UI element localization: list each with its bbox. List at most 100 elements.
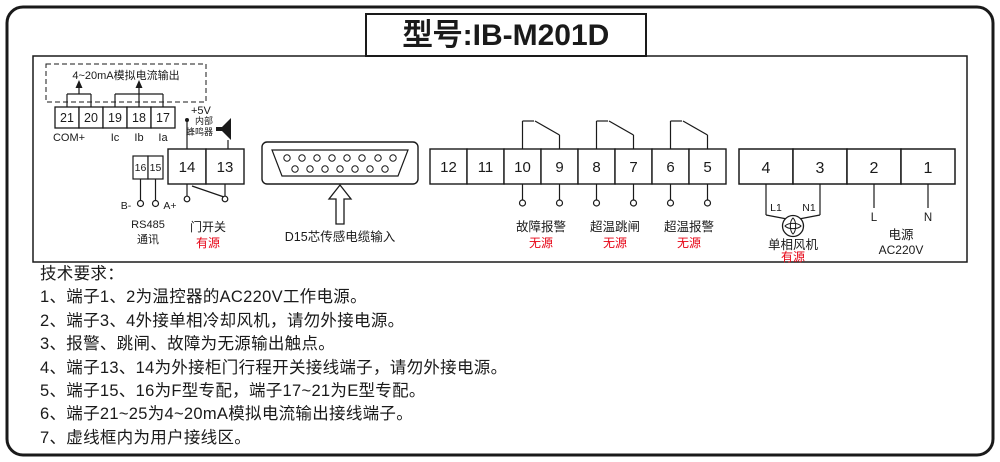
fan-l1-label: L1 xyxy=(770,202,782,214)
door-switch-label: 门开关 xyxy=(190,219,226,234)
terminal-box-1 xyxy=(900,148,956,185)
relay-output-section: 12 11 10 9 8 7 6 5 xyxy=(429,120,727,250)
supply-n-label: N xyxy=(924,212,932,224)
title-block: 型号:IB-M201D xyxy=(365,13,647,57)
terminal-number: 19 xyxy=(108,111,122,125)
terminal-number: 14 xyxy=(179,159,196,176)
fan-state: 有源 xyxy=(781,250,805,264)
terminal-box-10 xyxy=(503,148,542,185)
power-terminal-numbers: 4 3 2 1 xyxy=(762,160,933,177)
requirement-item: 7、虚线框内为用户接线区。 xyxy=(40,428,252,447)
page-title: 型号:IB-M201D xyxy=(403,19,610,52)
contact-circle-icon xyxy=(555,199,564,207)
switch-contact-icon xyxy=(221,195,229,203)
requirement-item: 1、端子1、2为温控器的AC220V工作电源。 xyxy=(40,288,367,307)
terminal-number: 2 xyxy=(870,160,879,177)
relay-terminal-numbers: 12 11 10 9 8 7 6 5 xyxy=(440,159,712,176)
door-switch-wires xyxy=(186,184,226,198)
analog-output-label: 4~20mA模拟电流输出 xyxy=(72,68,179,82)
rs485-wires xyxy=(139,179,157,200)
analog-terminal-boxes xyxy=(54,106,176,129)
power-terminal-boxes xyxy=(738,148,956,185)
terminal-number: 3 xyxy=(816,160,825,177)
analog-output-section: 4~20mA模拟电流输出 21 20 19 18 17 COM+ xyxy=(45,63,207,144)
fault-alarm-label: 故障报警 xyxy=(516,219,566,234)
terminal-number: 11 xyxy=(478,159,494,176)
fan-blade-icon xyxy=(789,217,797,235)
d15-connector-shell xyxy=(261,141,419,185)
terminal-number: 10 xyxy=(514,159,531,176)
technical-requirements: 技术要求： 1、端子1、2为温控器的AC220V工作电源。 2、端子3、4外接单… xyxy=(40,263,970,450)
fan-label: 单相风机 xyxy=(768,238,819,252)
supply-voltage: AC220V xyxy=(879,243,924,257)
plus5v-label: +5V xyxy=(191,105,212,117)
terminal-number: 6 xyxy=(666,159,674,176)
fan-blade-icon xyxy=(784,222,802,230)
relay-contact-symbols xyxy=(521,120,709,149)
fan-n1-label: N1 xyxy=(802,202,816,214)
overtemp-trip-label: 超温跳闸 xyxy=(590,219,640,234)
terminal-number: 9 xyxy=(555,159,563,176)
supply-label: 电源 xyxy=(888,228,914,242)
terminal-box-14 xyxy=(167,148,207,185)
d15-connector-face xyxy=(271,149,409,177)
terminal-box-5 xyxy=(688,148,727,185)
contact-circle-icon xyxy=(592,199,601,207)
terminal-number: 4 xyxy=(762,160,771,177)
rs485-section: 16 15 B- A+ RS485 通讯 xyxy=(121,155,177,246)
pin-label: Ia xyxy=(158,132,168,144)
terminal-box-12 xyxy=(429,148,468,185)
d15-pin-holes xyxy=(283,154,397,173)
d15-label: D15芯传感电缆输入 xyxy=(285,229,396,244)
diagram-frame xyxy=(32,55,968,263)
requirement-item: 6、端子21~25为4~20mA模拟电流输出接线端子。 xyxy=(40,405,414,424)
relay-output-contacts xyxy=(518,199,712,207)
supply-wires xyxy=(873,184,929,208)
contact-circle-icon xyxy=(151,199,160,208)
outer-border xyxy=(5,5,995,457)
d15-connector-section: D15芯传感电缆输入 xyxy=(261,141,419,244)
requirement-item: 2、端子3、4外接单相冷却风机，请勿外接电源。 xyxy=(40,311,405,330)
terminal-box-13 xyxy=(205,148,245,185)
terminal-number: 16 xyxy=(135,162,147,174)
fault-alarm-state: 无源 xyxy=(529,236,553,250)
terminal-number: 20 xyxy=(84,111,98,125)
terminal-box-4 xyxy=(738,148,794,185)
rs485-b-label: B- xyxy=(121,200,132,212)
contact-circle-icon xyxy=(629,199,638,207)
supply-l-label: L xyxy=(871,212,878,224)
requirements-heading: 技术要求： xyxy=(40,265,124,283)
analog-pin-labels: COM+ Ic Ib Ia xyxy=(53,132,169,144)
analog-terminal-numbers: 21 20 19 18 17 xyxy=(60,111,170,125)
pin-label: COM+ xyxy=(53,132,85,144)
overtemp-trip-state: 无源 xyxy=(603,236,627,250)
buzzer-label-line2: 蜂鸣器 xyxy=(186,126,213,137)
internal-buzzer-section: +5V 内部 蜂鸣器 xyxy=(185,105,231,149)
power-section: 4 3 2 1 L1 N1 单相风机 有源 L N 电源 AC220V xyxy=(738,148,956,264)
terminal-number: 1 xyxy=(924,160,933,177)
buzzer-speaker-icon xyxy=(216,118,231,140)
contact-circle-icon xyxy=(136,199,145,208)
requirement-item: 5、端子15、16为F型专配，端子17~21为E型专配。 xyxy=(40,382,426,401)
requirement-item: 4、端子13、14为外接柜门行程开关接线端子，请勿外接电源。 xyxy=(40,358,508,377)
contact-circle-icon xyxy=(666,199,675,207)
rs485-a-label: A+ xyxy=(163,200,176,212)
overtemp-alarm-state: 无源 xyxy=(677,236,701,250)
terminal-box-17 xyxy=(150,106,176,129)
contact-circle-icon xyxy=(518,199,527,207)
fan-wires xyxy=(765,184,821,220)
terminal-number: 8 xyxy=(592,159,600,176)
rs485-comm-label: 通讯 xyxy=(137,233,159,246)
requirement-item: 3、报警、跳闸、故障为无源输出触点。 xyxy=(40,335,336,354)
contact-circle-icon xyxy=(703,199,712,207)
up-arrow-icon xyxy=(75,80,83,88)
terminal-number: 17 xyxy=(156,111,170,125)
terminal-number: 15 xyxy=(150,162,162,174)
door-switch-section: 14 13 门开关 有源 xyxy=(167,148,245,250)
terminal-number: 21 xyxy=(60,111,74,125)
buzzer-label-line1: 内部 xyxy=(195,115,213,126)
terminal-number: 5 xyxy=(703,159,711,176)
terminal-number: 18 xyxy=(132,111,146,125)
